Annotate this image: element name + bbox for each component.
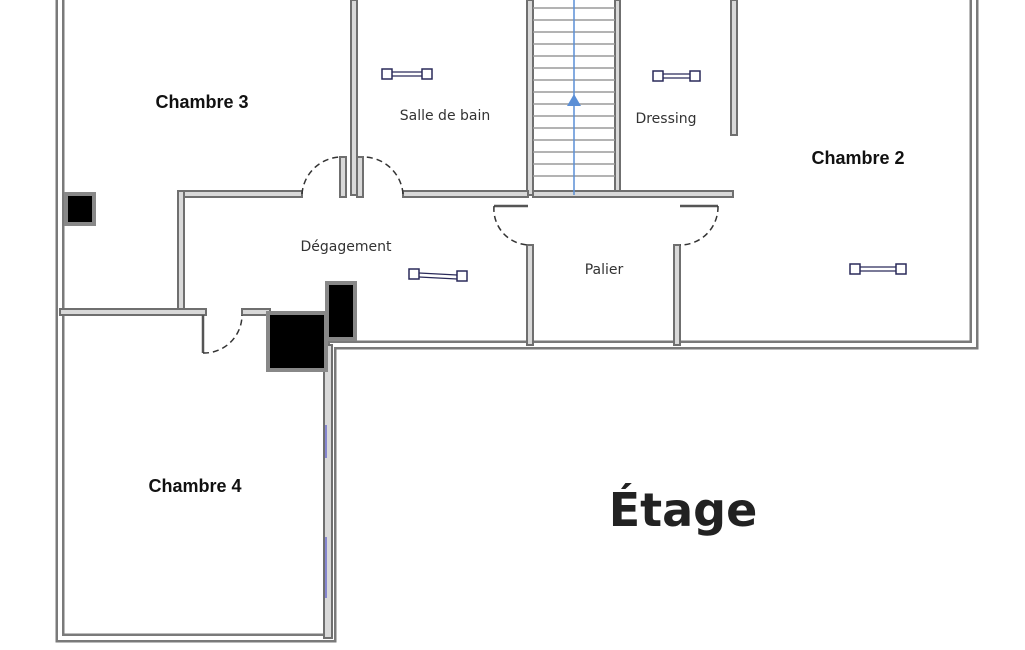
- radiator-icon: [849, 263, 907, 275]
- room-label-degagement: Dégagement: [301, 239, 392, 255]
- chimney-icon: [266, 311, 328, 372]
- room-label-salle-de-bain: Salle de bain: [400, 108, 491, 124]
- chimney-icon: [325, 281, 357, 341]
- staircase: [533, 0, 615, 195]
- radiator-icon: [408, 268, 468, 282]
- floor-title: Étage: [609, 483, 758, 537]
- room-label-chambre-3: Chambre 3: [155, 92, 248, 112]
- room-label-chambre-4: Chambre 4: [148, 476, 241, 496]
- room-label-chambre-2: Chambre 2: [811, 148, 904, 168]
- chimney-icon: [64, 192, 96, 226]
- room-label-dressing: Dressing: [635, 111, 696, 127]
- doors: [201, 156, 719, 354]
- radiator-icon: [652, 70, 701, 82]
- room-label-palier: Palier: [585, 262, 624, 278]
- radiator-icon: [381, 68, 433, 80]
- interior-walls: [59, 0, 738, 639]
- stair-arrow-icon: [567, 94, 581, 106]
